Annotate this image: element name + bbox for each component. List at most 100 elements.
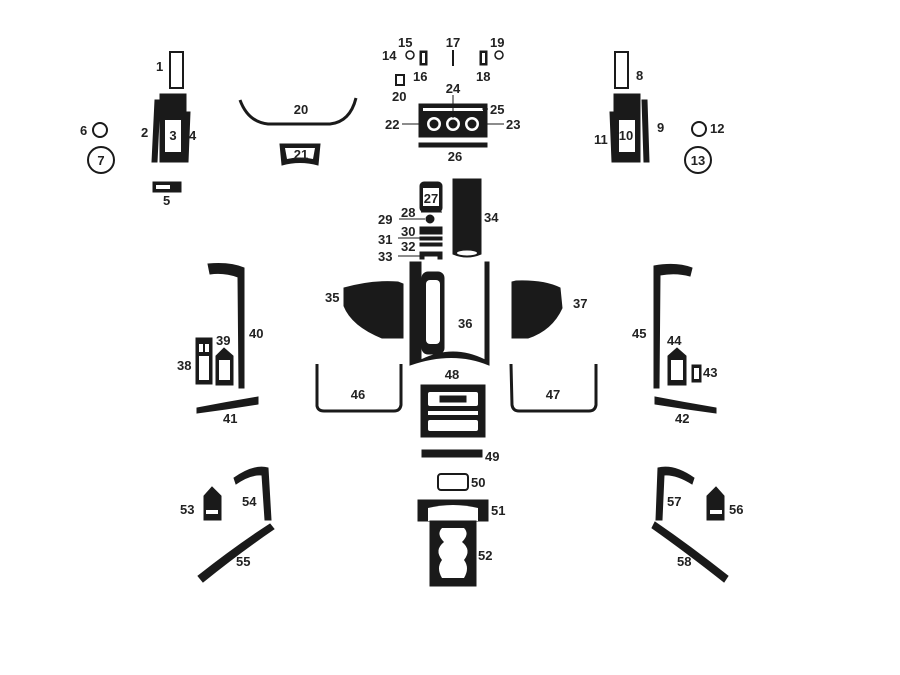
part-53-hole	[206, 510, 218, 514]
part-label-1: 1	[156, 59, 163, 74]
part-4-shape	[184, 111, 191, 163]
part-22-knob-core	[429, 119, 439, 129]
part-20a-shape	[238, 97, 358, 126]
part-2-shape	[151, 99, 161, 163]
part-label-12: 12	[710, 121, 724, 136]
part-6-shape	[92, 122, 108, 138]
part-38-pane	[199, 356, 209, 380]
part-19-shape	[494, 50, 504, 60]
part-label-14: 14	[382, 48, 397, 63]
part-label-29: 29	[378, 212, 392, 227]
part-label-53: 53	[180, 502, 194, 517]
part-34-cap	[457, 250, 477, 256]
part-48-lower	[428, 420, 478, 431]
part-label-22: 22	[385, 117, 399, 132]
part-label-37: 37	[573, 296, 587, 311]
part-12-shape	[691, 121, 707, 137]
part-21-hole	[285, 148, 315, 159]
part-label-13: 13	[691, 153, 705, 168]
part-shapes	[87, 50, 729, 587]
part-label-30: 30	[401, 224, 415, 239]
part-label-25: 25	[490, 102, 504, 117]
part-label-31: 31	[378, 232, 392, 247]
part-5-slot	[156, 185, 170, 189]
part-27-window	[423, 188, 439, 206]
leader-lines	[398, 95, 504, 257]
part-label-23: 23	[506, 117, 520, 132]
part-38-btn-b	[205, 344, 209, 352]
part-55-shape	[197, 523, 275, 583]
part-14-shape	[405, 50, 415, 60]
part-label-2: 2	[141, 125, 148, 140]
part-36-shape	[409, 261, 490, 366]
part-53-shape	[203, 486, 222, 521]
part-label-35: 35	[325, 290, 339, 305]
part-label-18: 18	[476, 69, 490, 84]
part-23-knob-core	[467, 119, 477, 129]
part-49-shape	[421, 449, 483, 458]
part-50-shape	[437, 473, 469, 491]
part-label-20b: 20	[392, 89, 406, 104]
part-label-7: 7	[97, 153, 104, 168]
part-label-38: 38	[177, 358, 191, 373]
part-7-shape	[87, 146, 115, 174]
part-label-15: 15	[398, 35, 412, 50]
part-label-28: 28	[401, 205, 415, 220]
part-57-shape	[655, 466, 695, 521]
part-56-shape	[706, 486, 725, 521]
part-label-51: 51	[491, 503, 505, 518]
part-label-57: 57	[667, 494, 681, 509]
part-54-shape	[233, 466, 272, 521]
part-29-shape	[425, 214, 435, 224]
part-41-shape	[196, 396, 259, 414]
part-label-33: 33	[378, 249, 392, 264]
part-34-shape	[452, 178, 482, 258]
part-20b-shape	[395, 74, 405, 86]
part-32-shape	[419, 242, 443, 247]
part-label-4: 4	[189, 128, 197, 143]
part-40-shape	[207, 263, 245, 389]
part-label-20a: 20	[294, 102, 308, 117]
part-label-52: 52	[478, 548, 492, 563]
part-label-8: 8	[636, 68, 643, 83]
part-36-panel-hole	[426, 280, 440, 344]
part-35-shape	[343, 281, 404, 339]
part-37-shape	[511, 280, 563, 339]
part-label-56: 56	[729, 502, 743, 517]
part-label-6: 6	[80, 123, 87, 138]
part-label-34: 34	[484, 210, 499, 225]
part-42-shape	[654, 396, 717, 414]
part-label-32: 32	[401, 239, 415, 254]
part-label-3: 3	[169, 128, 176, 143]
part-26-shape	[418, 142, 488, 148]
part-label-27: 27	[424, 191, 438, 206]
part-56-hole	[710, 510, 722, 514]
part-48-slot	[428, 411, 478, 415]
part-label-46: 46	[351, 387, 365, 402]
part-11-shape	[609, 111, 616, 163]
part-33-shape	[419, 251, 443, 260]
part-51-notch	[428, 505, 478, 521]
part-label-58: 58	[677, 554, 691, 569]
part-30-shape	[419, 226, 443, 235]
part-1-shape	[169, 51, 184, 89]
part-39-hole	[219, 360, 230, 380]
part-label-44: 44	[667, 333, 682, 348]
part-label-40: 40	[249, 326, 263, 341]
part-label-16: 16	[413, 69, 427, 84]
part-label-17: 17	[446, 35, 460, 50]
part-label-47: 47	[546, 387, 560, 402]
part-58-shape	[651, 521, 729, 583]
part-label-45: 45	[632, 326, 646, 341]
part-38-btn-a	[199, 344, 203, 352]
part-46-shape	[315, 364, 403, 413]
part-18-slot	[482, 53, 485, 63]
part-label-49: 49	[485, 449, 499, 464]
part-44-hole	[671, 360, 683, 380]
part-31-shape	[419, 236, 443, 241]
part-3-insert	[165, 120, 181, 152]
part-9-shape	[641, 99, 650, 163]
part-label-5: 5	[163, 193, 170, 208]
part-52-shifter	[438, 528, 468, 578]
